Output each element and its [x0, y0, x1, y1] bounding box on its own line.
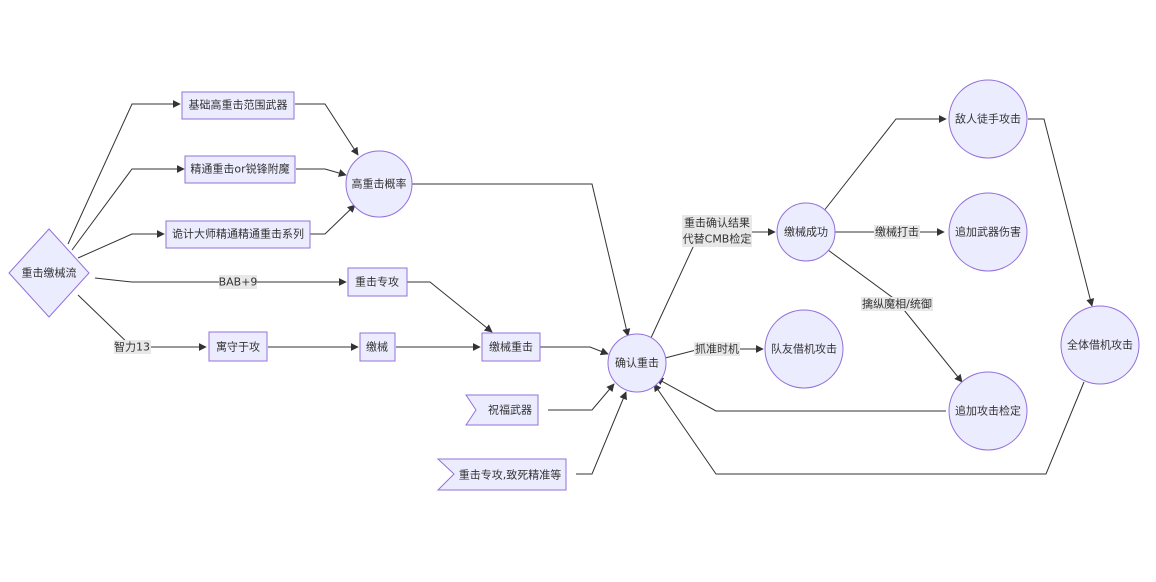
edge-trickster-crit-chance — [310, 204, 356, 235]
edge-label-confirm-result-2: 代替CMB检定 — [683, 232, 752, 246]
all-aoo-node-label: 全体借机攻击 — [1067, 338, 1133, 352]
disarm-success-node-label: 缴械成功 — [784, 225, 828, 239]
edge-start-combat-expertise — [77, 294, 207, 351]
edge-all-aoo-confirm — [653, 381, 1085, 475]
keen-node[interactable] — [184, 155, 296, 184]
crit-focus-node[interactable] — [347, 267, 408, 297]
edge-crit-focus-disarm-crit — [407, 281, 493, 333]
edges — [67, 100, 1095, 475]
disarm-node-label: 缴械 — [366, 340, 388, 354]
crit-feats-node[interactable] — [436, 458, 567, 491]
confirm-crit-node[interactable] — [607, 333, 667, 393]
edge-label-grab-weapon: 擒纵魔相/统御 — [862, 297, 932, 311]
ally-aoo-node[interactable] — [764, 309, 844, 389]
enemy-unarmed-node[interactable] — [948, 79, 1028, 159]
disarm-node[interactable] — [359, 332, 396, 362]
disarm-crit-node[interactable] — [481, 332, 541, 362]
trickster-node[interactable] — [165, 220, 311, 249]
edge-label-seize: 抓准时机 — [695, 342, 739, 356]
edge-disarm-crit-confirm — [540, 346, 609, 356]
edge-start-keen — [71, 165, 185, 251]
blessed-weapon-node-label: 祝福武器 — [488, 403, 532, 417]
edge-labels: BAB+9 智力13 重击确认结果 代替CMB检定 抓准时机 缴械打击 擒纵魔相… — [114, 215, 933, 356]
blessed-weapon-node[interactable] — [465, 394, 539, 426]
start-node[interactable] — [8, 228, 90, 318]
edge-crit-feats-confirm — [576, 391, 627, 475]
edge-base-weapon-crit-chance — [295, 103, 359, 156]
crit-chance-node-label: 高重击概率 — [352, 177, 407, 191]
crit-feats-node-label: 重击专攻,致死精准等 — [459, 468, 562, 482]
enemy-unarmed-node-label: 敌人徒手攻击 — [955, 112, 1021, 126]
edge-start-base-weapon — [67, 100, 181, 245]
edge-crit-chance-confirm — [412, 183, 631, 337]
base-weapon-node-label: 基础高重击范围武器 — [189, 98, 288, 112]
edge-label-int: 智力13 — [114, 340, 150, 354]
start-node-label: 重击缴械流 — [22, 266, 77, 280]
crit-focus-node-label: 重击专攻 — [355, 275, 399, 289]
edge-label-confirm-result-1: 重击确认结果 — [684, 216, 750, 230]
edge-label-bab: BAB+9 — [219, 276, 258, 289]
nodes: 重击缴械流 基础高重击范围武器 精通重击or锐锋附魔 诡计大师精通精通重击系列 … — [8, 79, 1140, 491]
edge-confirm-disarm-success — [649, 228, 776, 341]
edge-blessed-confirm — [548, 383, 615, 411]
trickster-node-label: 诡计大师精通精通重击系列 — [172, 227, 304, 241]
edge-success-enemy-unarmed — [822, 115, 947, 213]
edge-label-disarm-strike: 缴械打击 — [875, 225, 919, 239]
edge-start-crit-focus — [94, 277, 347, 286]
disarm-success-node[interactable] — [776, 202, 836, 262]
extra-attack-check-node-label: 追加攻击检定 — [955, 404, 1021, 418]
edge-success-extra-attack — [827, 249, 963, 383]
base-weapon-node[interactable] — [181, 91, 295, 120]
all-aoo-node[interactable] — [1060, 305, 1140, 385]
edge-keen-crit-chance — [296, 168, 347, 177]
extra-attack-check-node[interactable] — [948, 371, 1028, 451]
ally-aoo-node-label: 队友借机攻击 — [771, 342, 837, 356]
keen-node-label: 精通重击or锐锋附魔 — [190, 162, 289, 176]
extra-weapon-dmg-node-label: 追加武器伤害 — [955, 225, 1021, 239]
combat-expertise-node[interactable] — [208, 331, 268, 362]
edge-start-trickster — [77, 230, 165, 259]
extra-weapon-dmg-node[interactable] — [948, 192, 1028, 272]
edge-enemy-unarmed-all-aoo — [1028, 118, 1095, 307]
crit-chance-node[interactable] — [345, 150, 413, 218]
combat-expertise-node-label: 寓守于攻 — [216, 340, 260, 354]
edge-extra-attack-confirm — [655, 377, 946, 412]
disarm-crit-node-label: 缴械重击 — [489, 340, 533, 354]
confirm-crit-node-label: 确认重击 — [615, 356, 659, 370]
